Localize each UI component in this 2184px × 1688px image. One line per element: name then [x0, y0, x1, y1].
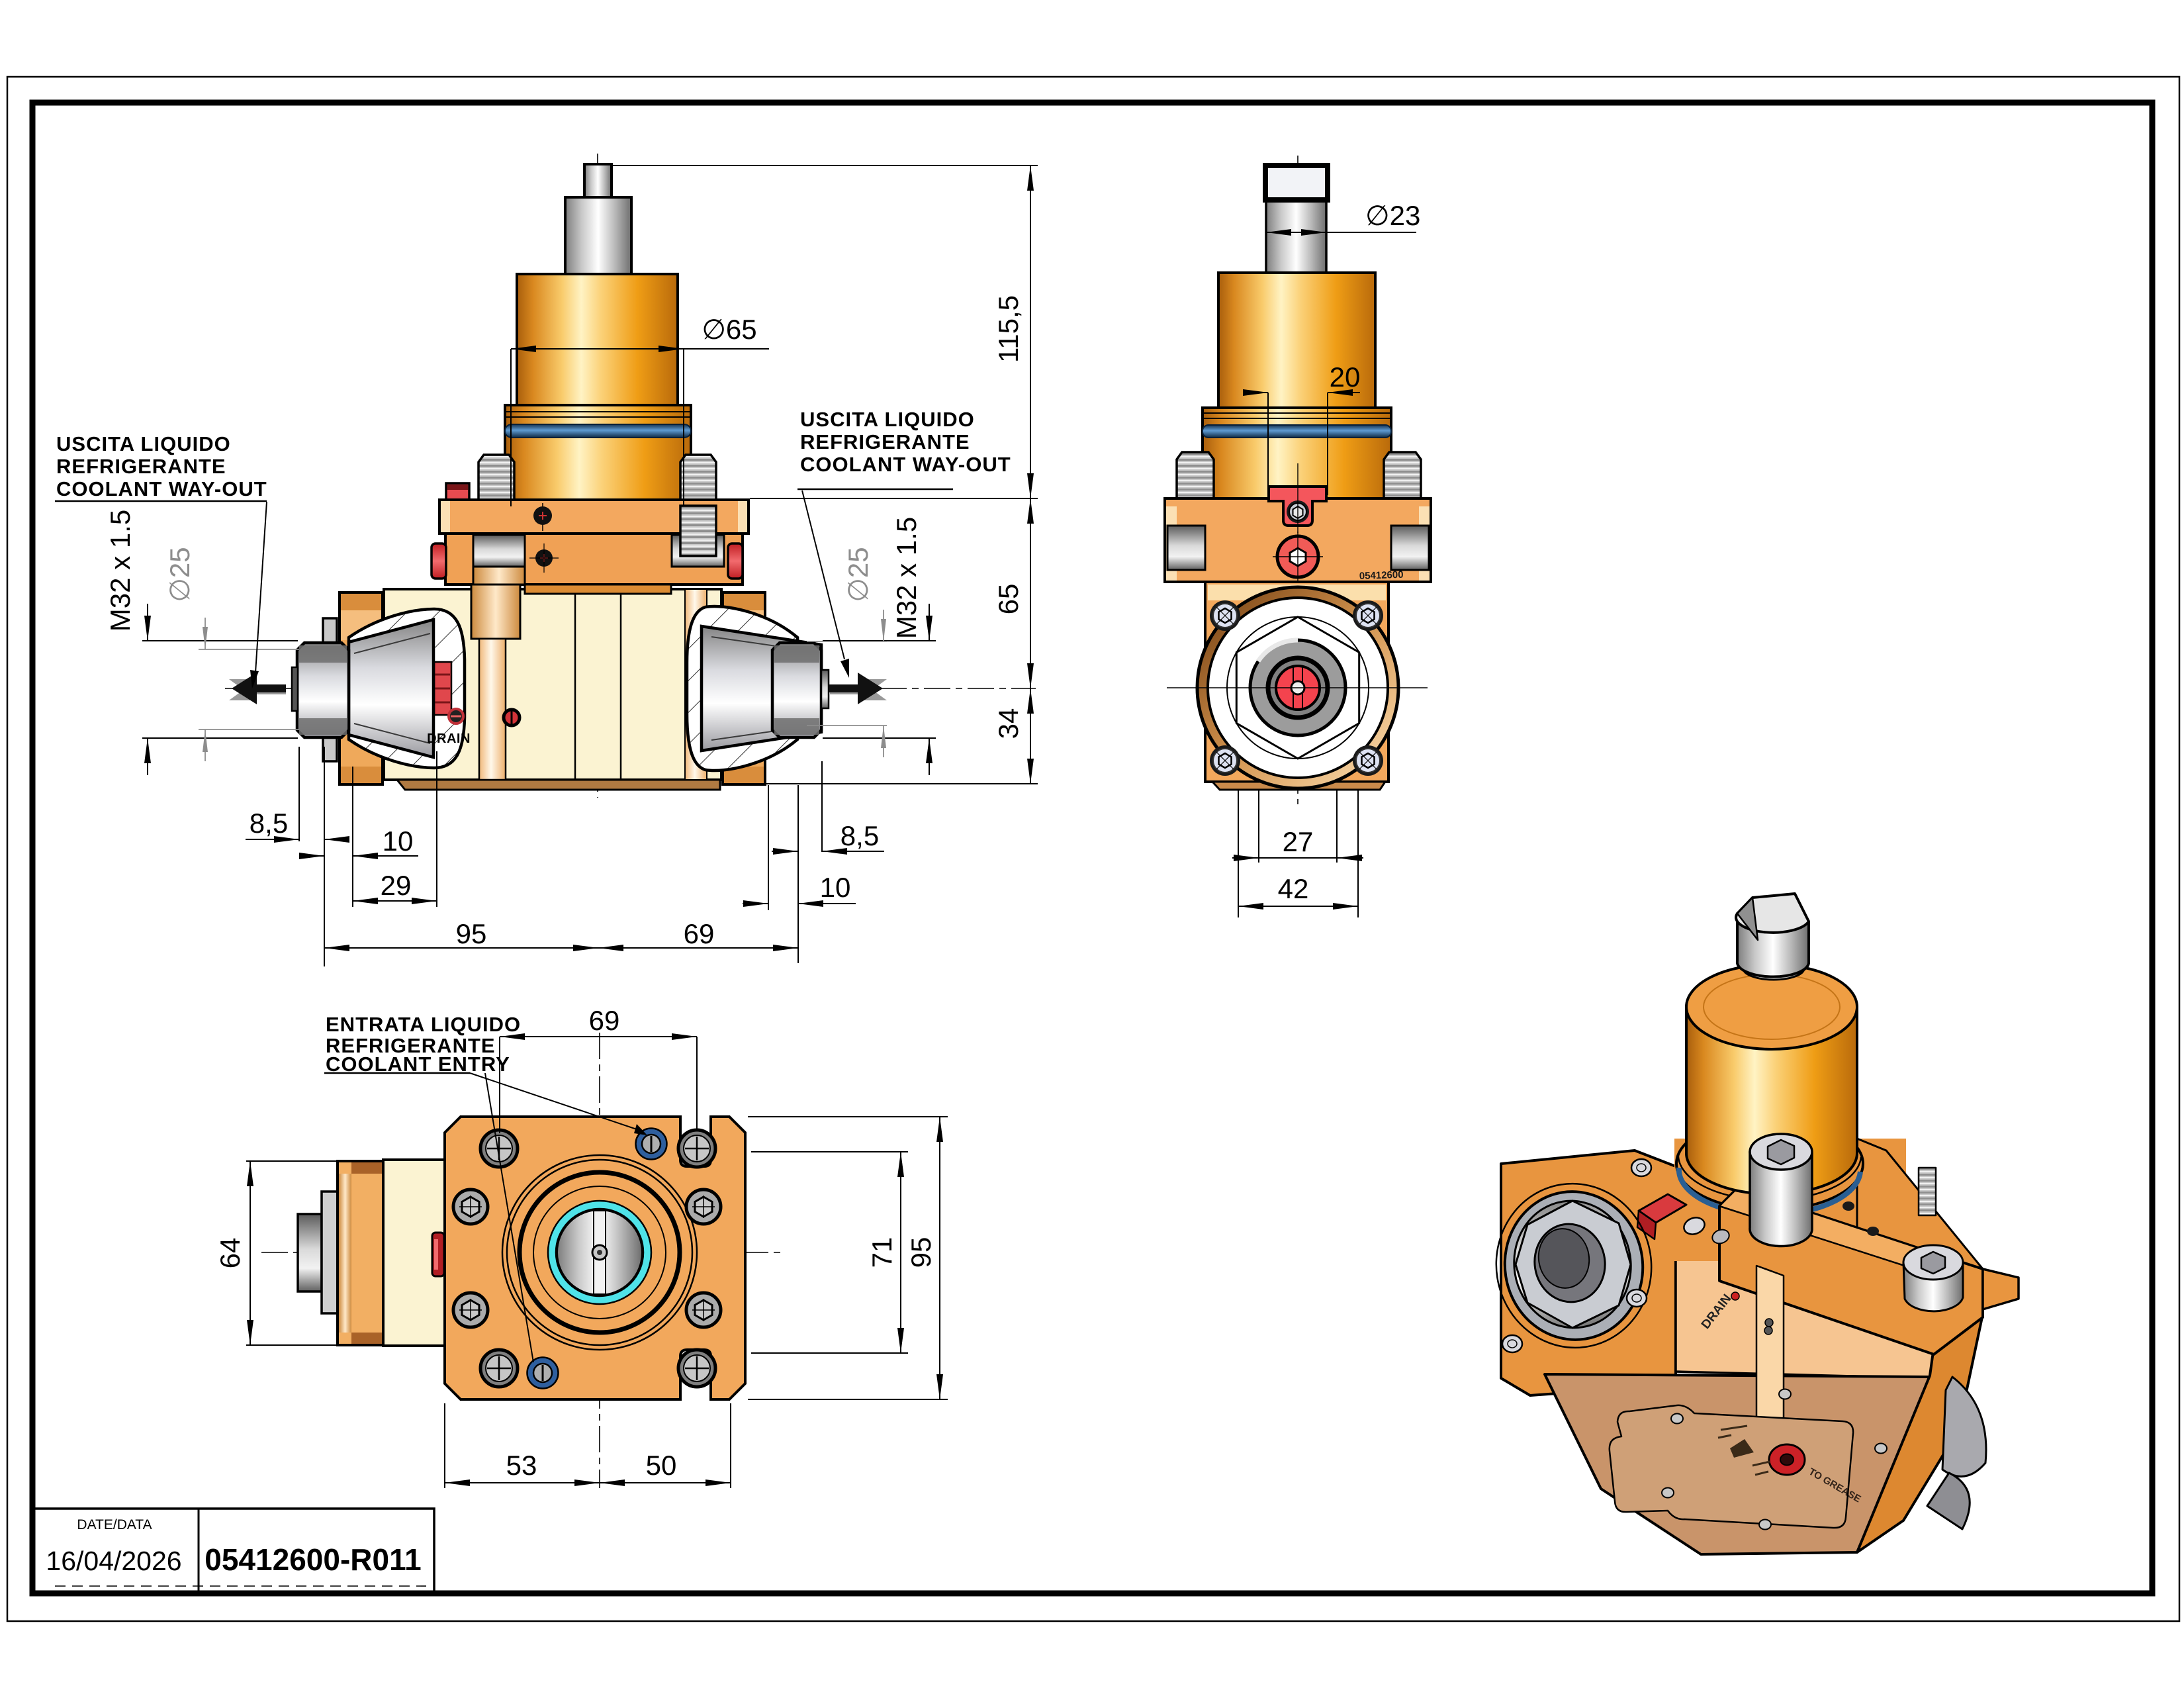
svg-text:∅25: ∅25	[842, 547, 874, 602]
svg-text:ENTRATA LIQUIDO: ENTRATA LIQUIDO	[326, 1013, 521, 1036]
svg-text:64: 64	[214, 1238, 246, 1269]
svg-text:DATE/DATA: DATE/DATA	[77, 1517, 152, 1532]
svg-text:05412600: 05412600	[1359, 569, 1404, 582]
svg-text:27: 27	[1283, 826, 1314, 857]
svg-text:∅65: ∅65	[702, 314, 756, 345]
svg-text:8,5: 8,5	[250, 808, 288, 839]
svg-text:REFRIGERANTE: REFRIGERANTE	[326, 1034, 496, 1057]
svg-text:65: 65	[993, 584, 1024, 615]
svg-text:COOLANT WAY-OUT: COOLANT WAY-OUT	[56, 477, 267, 500]
svg-text:42: 42	[1278, 873, 1309, 904]
svg-text:115,5: 115,5	[993, 295, 1024, 363]
svg-text:20: 20	[1330, 361, 1361, 393]
svg-text:REFRIGERANTE: REFRIGERANTE	[56, 455, 226, 478]
svg-text:50: 50	[646, 1450, 677, 1481]
svg-text:10: 10	[383, 825, 414, 857]
svg-text:∅23: ∅23	[1365, 200, 1420, 231]
svg-text:16/04/2026: 16/04/2026	[46, 1546, 181, 1576]
svg-text:REFRIGERANTE: REFRIGERANTE	[800, 430, 970, 453]
svg-text:USCITA LIQUIDO: USCITA LIQUIDO	[800, 408, 975, 431]
svg-text:COOLANT ENTRY: COOLANT ENTRY	[326, 1053, 510, 1076]
svg-text:M32 x 1.5: M32 x 1.5	[105, 510, 136, 632]
svg-text:95: 95	[905, 1237, 936, 1268]
svg-text:∅25: ∅25	[164, 547, 195, 602]
svg-text:53: 53	[506, 1450, 537, 1481]
svg-text:05412600-R011: 05412600-R011	[205, 1542, 421, 1577]
svg-text:69: 69	[589, 1005, 620, 1036]
svg-text:69: 69	[684, 918, 715, 949]
svg-text:29: 29	[381, 870, 412, 901]
svg-text:71: 71	[866, 1237, 897, 1268]
svg-text:DRAIN: DRAIN	[427, 731, 471, 746]
svg-text:34: 34	[993, 708, 1024, 739]
svg-text:8,5: 8,5	[841, 820, 879, 851]
svg-text:M32 x 1.5: M32 x 1.5	[891, 517, 922, 639]
svg-text:USCITA LIQUIDO: USCITA LIQUIDO	[56, 432, 231, 455]
svg-text:10: 10	[820, 872, 851, 903]
svg-text:COOLANT WAY-OUT: COOLANT WAY-OUT	[800, 453, 1011, 476]
svg-text:95: 95	[456, 918, 487, 949]
